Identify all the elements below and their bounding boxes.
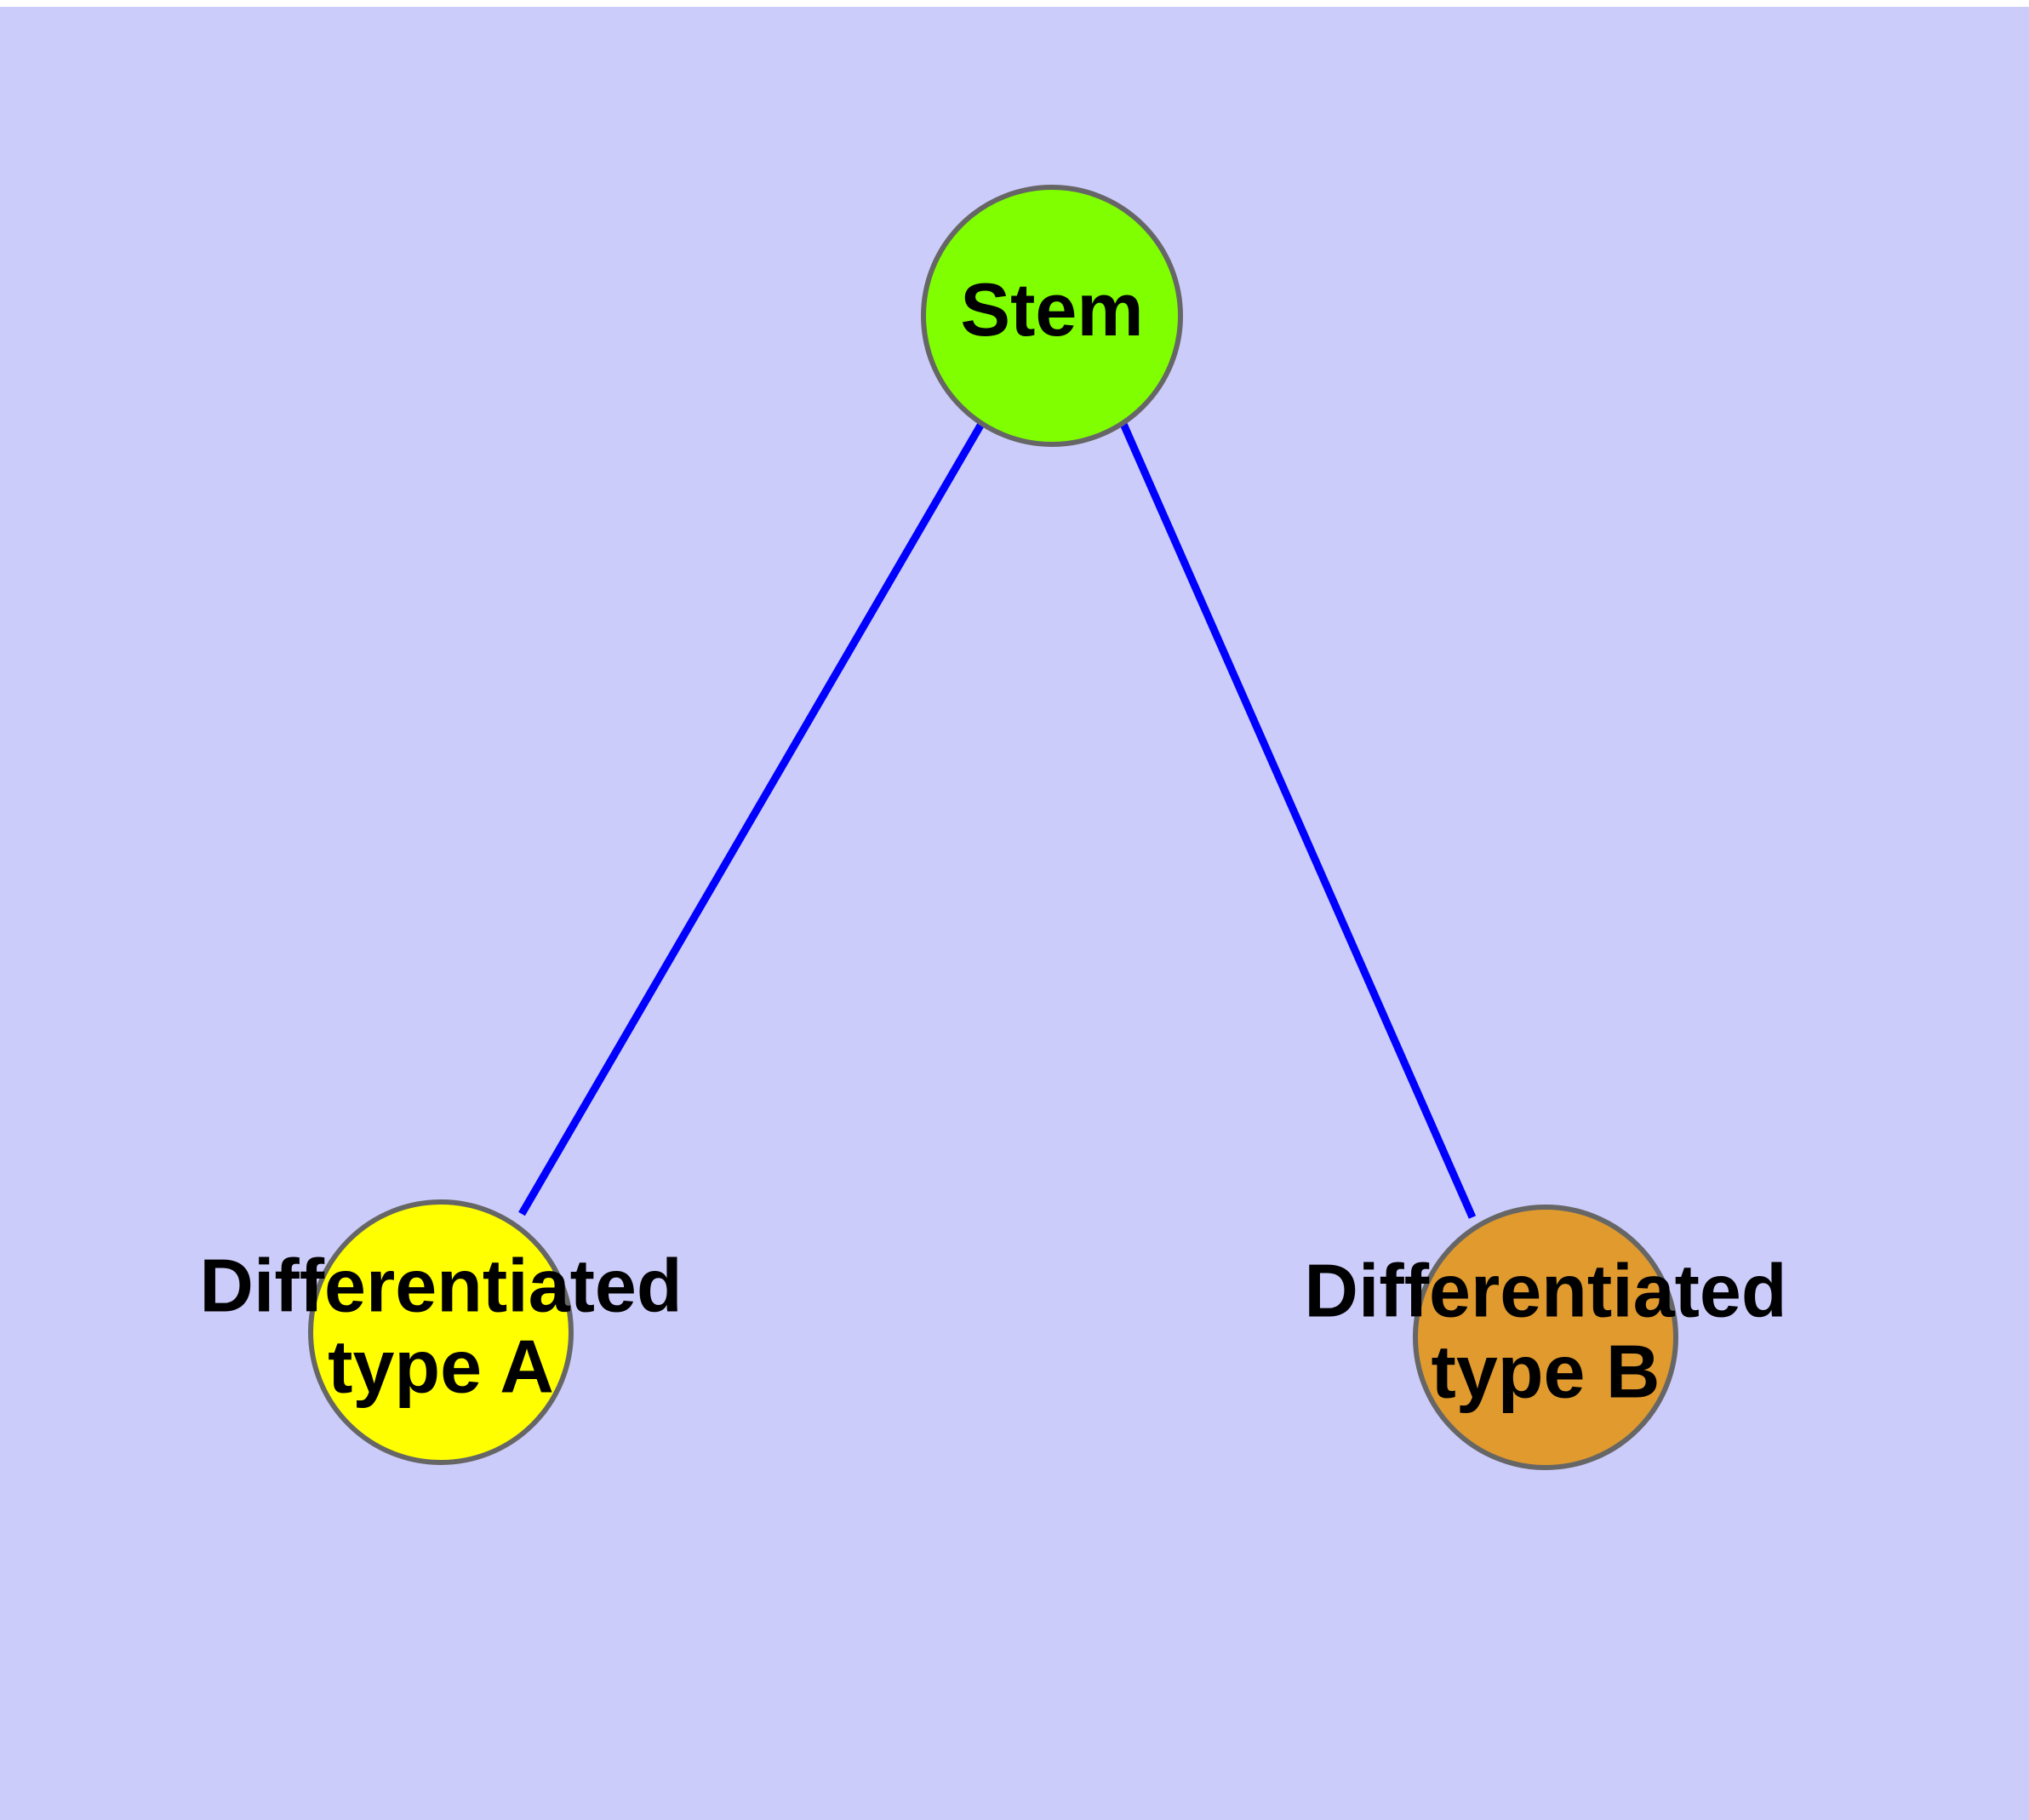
node-label-line: type B xyxy=(1432,1330,1660,1414)
node-circle-diff-b[interactable] xyxy=(1413,1205,1678,1470)
graph-node-stem[interactable]: Stem xyxy=(921,185,1183,447)
graph-edge-stem-to-diff-b[interactable] xyxy=(1119,422,1477,1219)
node-label-line: Differentiated xyxy=(1304,1249,1786,1333)
node-circle-diff-a[interactable] xyxy=(308,1199,574,1465)
node-label-line: Differentiated xyxy=(199,1244,682,1328)
edge-layer xyxy=(518,421,1477,1219)
node-label-line: Stem xyxy=(960,267,1143,352)
graph-edge-stem-to-diff-a[interactable] xyxy=(518,421,985,1216)
top-margin-strip xyxy=(0,0,2029,9)
node-label-line: type A xyxy=(328,1325,554,1409)
node-circle-stem[interactable] xyxy=(921,185,1183,447)
node-label-stem: Stem xyxy=(960,267,1143,352)
